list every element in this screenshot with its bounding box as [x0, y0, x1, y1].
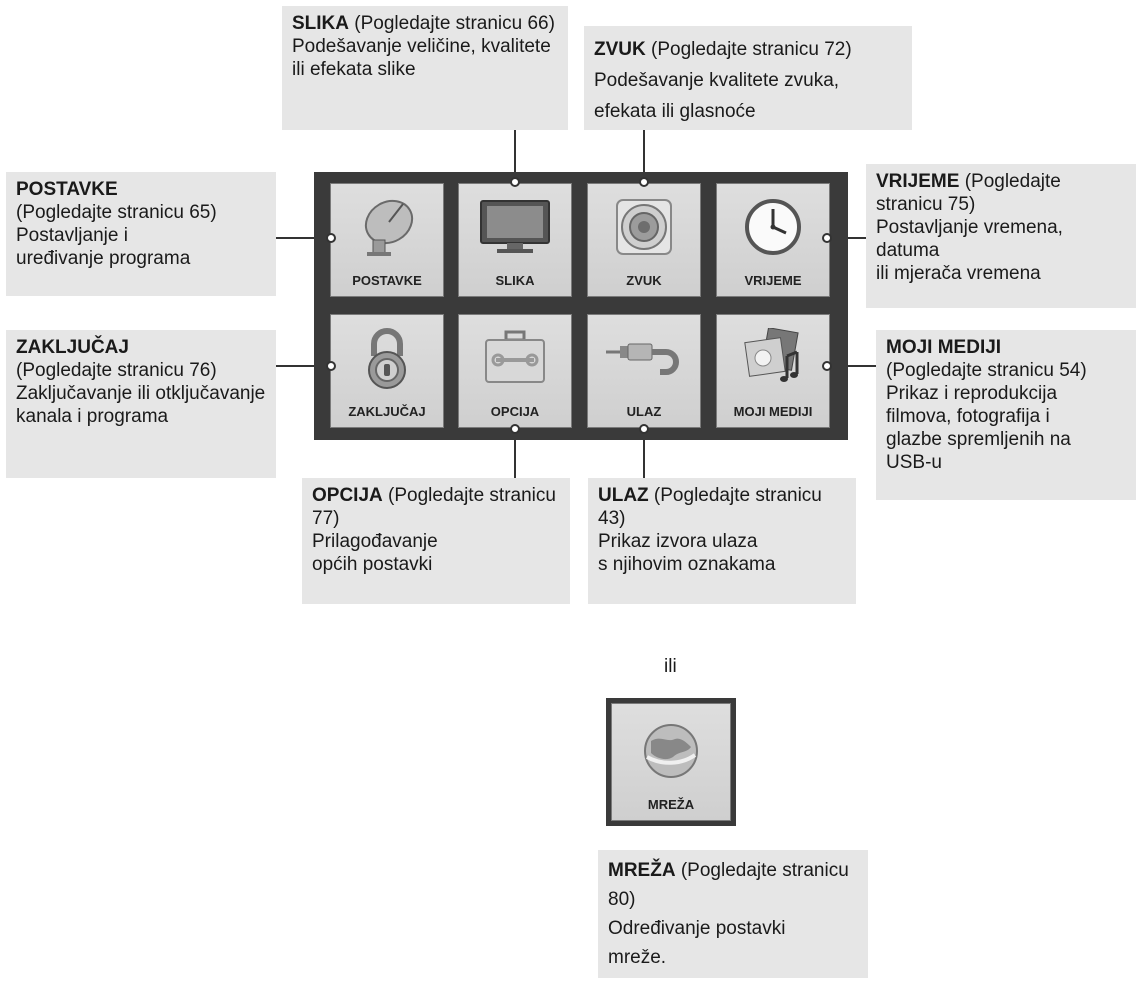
callout-title: OPCIJA — [312, 485, 383, 506]
tile-label: OPCIJA — [490, 404, 540, 419]
callout-ref: (Pogledajte stranicu 43) — [598, 485, 822, 529]
callout-opcija: OPCIJA (Pogledajte stranicu 77) Prilagođ… — [302, 478, 570, 604]
callout-zakljucaj: ZAKLJUČAJ (Pogledajte stranicu 76) Zaklj… — [6, 330, 276, 478]
callout-body: Određivanje postavki mreže. — [608, 918, 786, 968]
connector-opcija — [514, 428, 516, 478]
separator-text: ili — [664, 656, 677, 677]
tile-label: MREŽA — [647, 797, 695, 812]
connector-dot — [510, 424, 520, 434]
callout-title: MREŽA — [608, 860, 676, 881]
connector-postavke — [276, 237, 332, 239]
callout-title: POSTAVKE — [16, 179, 118, 200]
callout-zvuk: ZVUK (Pogledajte stranicu 72) Podešavanj… — [584, 26, 912, 130]
tile-label: ULAZ — [626, 404, 662, 419]
tile-zvuk[interactable]: ZVUK — [587, 183, 701, 297]
callout-postavke: POSTAVKE (Pogledajte stranicu 65) Postav… — [6, 172, 276, 296]
tile-label: MOJI MEDIJI — [733, 404, 813, 419]
connector-dot — [326, 361, 336, 371]
tile-label: VRIJEME — [744, 273, 802, 288]
connector-dot — [822, 233, 832, 243]
callout-title: MOJI MEDIJI — [886, 337, 1002, 358]
clock-icon — [717, 192, 829, 262]
tile-zakljucaj[interactable]: ZAKLJUČAJ — [330, 314, 444, 428]
tile-opcija[interactable]: OPCIJA — [458, 314, 572, 428]
connector-ulaz — [643, 428, 645, 478]
callout-title: SLIKA — [292, 13, 349, 34]
callout-moji-mediji: MOJI MEDIJI (Pogledajte stranicu 54) Pri… — [876, 330, 1136, 500]
callout-ref: (Pogledajte stranicu 77) — [312, 485, 556, 529]
callout-body: Podešavanje kvalitete zvuka, efekata ili… — [594, 70, 840, 122]
globe-icon — [612, 716, 730, 786]
satellite-dish-icon — [331, 192, 443, 262]
connector-slika — [514, 130, 516, 182]
tile-vrijeme[interactable]: VRIJEME — [716, 183, 830, 297]
callout-body: Postavljanje vremena, datuma ili mjerača… — [876, 217, 1063, 284]
callout-body: Podešavanje veličine, kvalitete ili efek… — [292, 36, 551, 80]
speaker-icon — [588, 192, 700, 262]
connector-dot — [822, 361, 832, 371]
connector-zvuk — [643, 130, 645, 182]
callout-title: ZAKLJUČAJ — [16, 337, 129, 358]
connector-dot — [510, 177, 520, 187]
tile-label: ZVUK — [626, 273, 662, 288]
padlock-icon — [331, 323, 443, 393]
callout-title: ULAZ — [598, 485, 649, 506]
callout-body: Postavljanje i uređivanje programa — [16, 225, 191, 269]
callout-ref: (Pogledajte stranicu 80) — [608, 860, 849, 910]
network-panel: MREŽA — [606, 698, 736, 826]
tile-moji-mediji[interactable]: MOJI MEDIJI — [716, 314, 830, 428]
tile-label: ZAKLJUČAJ — [348, 404, 426, 419]
callout-ref: (Pogledajte stranicu 76) — [16, 360, 217, 381]
connector-moji-mediji — [826, 365, 876, 367]
tile-label: SLIKA — [495, 273, 535, 288]
media-collage-icon — [717, 323, 829, 393]
tile-ulaz[interactable]: ULAZ — [587, 314, 701, 428]
callout-body: Prikaz i reprodukcija filmova, fotografi… — [886, 383, 1071, 473]
callout-vrijeme: VRIJEME (Pogledajte stranicu 75) Postavl… — [866, 164, 1136, 308]
connector-dot — [639, 424, 649, 434]
connector-dot — [326, 233, 336, 243]
callout-ref: (Pogledajte stranicu 72) — [645, 39, 852, 60]
callout-ref: (Pogledajte stranicu 54) — [886, 360, 1087, 381]
connector-zakljucaj — [276, 365, 332, 367]
callout-body: Zaključavanje ili otključavanje kanala i… — [16, 383, 266, 427]
callout-mreza: MREŽA (Pogledajte stranicu 80) Određivan… — [598, 850, 868, 978]
tv-screen-icon — [459, 192, 571, 262]
callout-body: Prikaz izvora ulaza s njihovim oznakama — [598, 531, 776, 575]
callout-ref: (Pogledajte stranicu 66) — [349, 13, 555, 34]
callout-slika: SLIKA (Pogledajte stranicu 66) Podešavan… — [282, 6, 568, 130]
callout-title: ZVUK — [594, 39, 646, 60]
toolbox-icon — [459, 323, 571, 393]
callout-ulaz: ULAZ (Pogledajte stranicu 43) Prikaz izv… — [588, 478, 856, 604]
connector-dot — [639, 177, 649, 187]
tile-mreza[interactable]: MREŽA — [611, 703, 731, 821]
callout-title: VRIJEME — [876, 171, 960, 192]
cable-plug-icon — [588, 323, 700, 393]
tile-label: POSTAVKE — [352, 273, 422, 288]
tile-postavke[interactable]: POSTAVKE — [330, 183, 444, 297]
callout-ref: (Pogledajte stranicu 75) — [876, 171, 1061, 215]
callout-body: Prilagođavanje općih postavki — [312, 531, 438, 575]
callout-ref: (Pogledajte stranicu 65) — [16, 202, 217, 223]
tile-slika[interactable]: SLIKA — [458, 183, 572, 297]
